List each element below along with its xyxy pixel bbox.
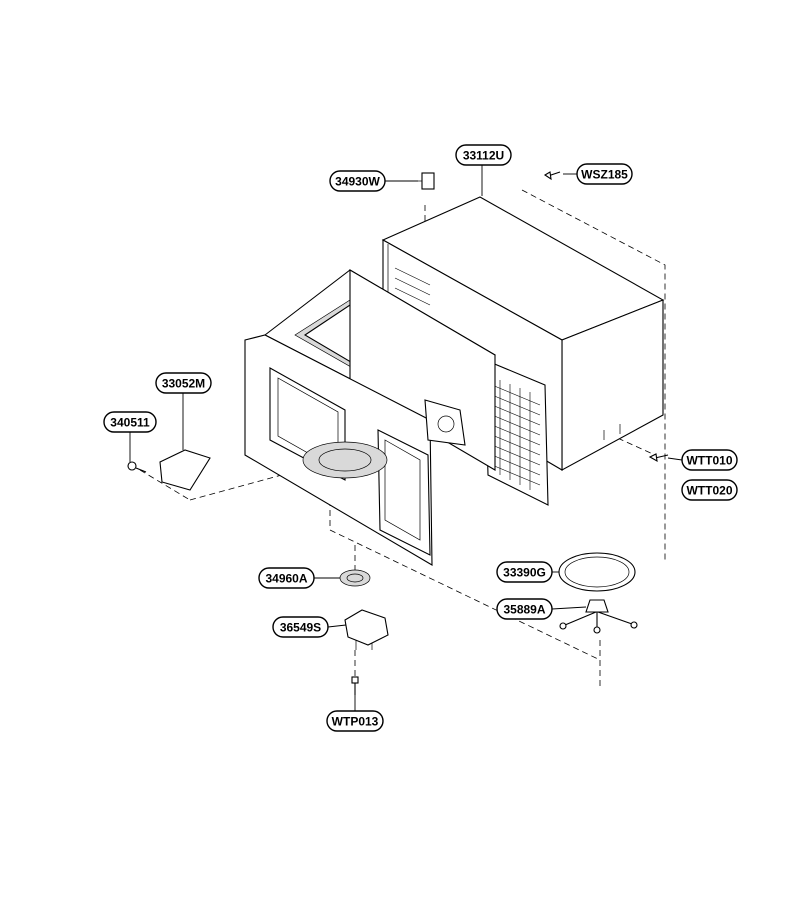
part-label-33052m: 33052M <box>155 372 212 394</box>
part-label-340511: 340511 <box>103 411 157 433</box>
svg-text:340511: 340511 <box>110 416 150 430</box>
side-vent-grille <box>394 267 431 306</box>
svg-text:36549S: 36549S <box>280 621 321 635</box>
svg-text:WTP013: WTP013 <box>332 715 379 729</box>
svg-text:WTT020: WTT020 <box>686 484 732 498</box>
oven-cavity-chassis <box>244 269 496 566</box>
part-label-34930w: 34930W <box>329 170 386 192</box>
vent-grille <box>491 380 541 490</box>
svg-text:34930W: 34930W <box>335 175 380 189</box>
part-label-35889a: 35889A <box>496 598 553 620</box>
svg-text:33390G: 33390G <box>503 566 546 580</box>
part-label-34960a: 34960A <box>258 567 315 589</box>
part-label-wtt010: WTT010 <box>681 449 738 471</box>
small-parts <box>127 171 669 695</box>
svg-text:33052M: 33052M <box>162 377 205 391</box>
svg-text:34960A: 34960A <box>265 572 307 586</box>
part-label-wtp013: WTP013 <box>326 710 384 732</box>
part-label-wsz185: WSZ185 <box>576 163 633 185</box>
part-label-36549s: 36549S <box>272 616 329 638</box>
part-label-wtt020: WTT020 <box>681 479 738 501</box>
part-label-33112u: 33112U <box>455 144 512 166</box>
svg-text:WSZ185: WSZ185 <box>581 168 628 182</box>
part-label-33390g: 33390G <box>496 561 553 583</box>
leader-lines <box>129 165 683 711</box>
svg-text:33112U: 33112U <box>463 149 504 163</box>
svg-text:WTT010: WTT010 <box>686 454 732 468</box>
svg-text:35889A: 35889A <box>503 603 545 617</box>
